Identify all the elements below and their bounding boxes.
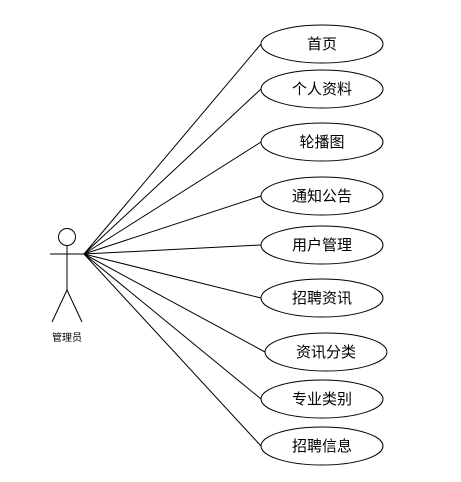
use-case-notice: 通知公告 (260, 176, 384, 216)
association-lines (83, 43, 266, 447)
use-case-label: 个人资料 (292, 80, 352, 98)
actor-left-leg (51, 289, 68, 323)
use-case-label: 专业类别 (292, 390, 352, 408)
use-case-label: 资讯分类 (296, 343, 356, 361)
use-case-carousel: 轮播图 (260, 122, 384, 162)
association-line-home (83, 43, 262, 255)
use-case-ellipse (264, 332, 388, 372)
use-case-user-management: 用户管理 (260, 225, 384, 265)
use-case-home: 首页 (260, 24, 384, 64)
use-case-label: 通知公告 (292, 187, 352, 205)
use-case-label: 招聘资讯 (292, 289, 352, 307)
association-line-profile (83, 88, 262, 255)
use-case-label: 轮播图 (299, 133, 344, 151)
use-case-label: 招聘信息 (292, 437, 352, 455)
association-line-major-category (83, 253, 262, 400)
use-case-ellipse (260, 379, 384, 419)
use-case-news-category: 资讯分类 (264, 332, 388, 372)
association-line-recruitment-news (83, 253, 262, 299)
actor-label: 管理员 (52, 331, 82, 344)
use-case-ellipse (260, 69, 384, 109)
actor-right-leg (66, 289, 83, 323)
use-case-recruitment-info: 招聘信息 (260, 426, 384, 466)
association-line-notice (83, 195, 262, 255)
actor-administrator: 管理员 (50, 228, 84, 344)
association-line-recruitment-info (83, 253, 262, 447)
use-case-recruitment-news: 招聘资讯 (260, 278, 384, 318)
association-line-news-category (83, 253, 266, 353)
association-line-carousel (83, 141, 262, 255)
actor-head (58, 228, 76, 246)
use-case-ellipse (260, 176, 384, 216)
use-case-major-category: 专业类别 (260, 379, 384, 419)
use-case-label: 首页 (307, 35, 337, 53)
use-case-ellipse (260, 24, 384, 64)
use-case-profile: 个人资料 (260, 69, 384, 109)
use-case-ellipse (260, 122, 384, 162)
use-case-ellipse (260, 426, 384, 466)
use-case-ellipse (260, 278, 384, 318)
use-case-label: 用户管理 (292, 236, 352, 254)
use-case-ellipse (260, 225, 384, 265)
association-line-user-management (83, 244, 262, 255)
